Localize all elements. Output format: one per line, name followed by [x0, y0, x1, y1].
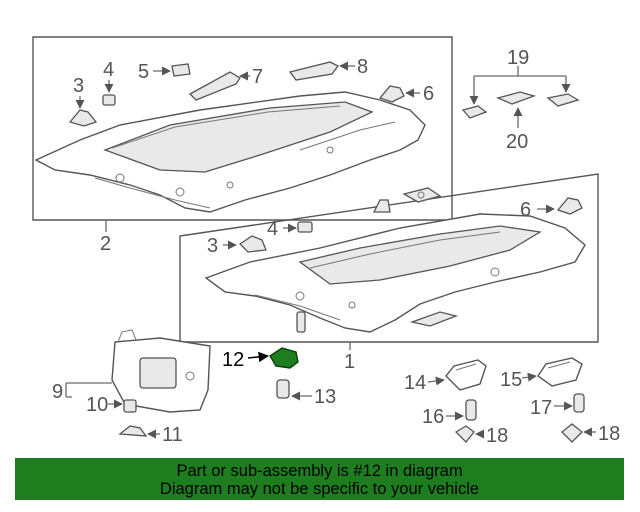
- part-4-upper: [102, 80, 116, 106]
- part-16: [446, 399, 477, 421]
- part-3-lower: [223, 235, 267, 253]
- callout-8: 8: [357, 56, 368, 78]
- part-13: [276, 379, 312, 401]
- callout-4-lower: 4: [267, 218, 278, 240]
- part-9-sunvisor: [65, 329, 211, 413]
- headliner-panel-lower: [204, 213, 586, 333]
- callout-11: 11: [162, 424, 183, 446]
- headliner-panel-upper: [34, 91, 426, 213]
- callout-6-upper: 6: [423, 83, 434, 105]
- headliner-frame-lower: [179, 173, 599, 343]
- callout-14: 14: [404, 372, 426, 394]
- callout-7: 7: [252, 66, 263, 88]
- part-14-grab-handle: [427, 359, 487, 391]
- banner-line-2: Diagram may not be specific to your vehi…: [159, 480, 480, 498]
- callout-2: 2: [100, 233, 111, 255]
- callout-3-upper: 3: [73, 75, 84, 97]
- part-15-grab-handle: [521, 357, 583, 387]
- part-7: [188, 71, 250, 101]
- banner-line-1: Part or sub-assembly is #12 in diagram: [176, 462, 463, 480]
- callout-18-right: 18: [598, 423, 620, 445]
- callout-18-left: 18: [486, 425, 508, 447]
- part-stud-lower: [296, 311, 306, 333]
- part-10: [108, 399, 137, 413]
- part-6-lower: [537, 197, 583, 215]
- part-6-upper: [378, 85, 420, 103]
- part-plate-lower: [402, 187, 442, 203]
- part-3-upper: [68, 96, 98, 127]
- callout-17: 17: [530, 397, 552, 419]
- part-clip-lower: [372, 199, 391, 213]
- callout-12[interactable]: 12: [222, 349, 244, 371]
- part-8: [288, 61, 355, 81]
- callout-4-upper: 4: [103, 59, 114, 81]
- callout-15: 15: [500, 369, 522, 391]
- part-4-lower: [283, 221, 313, 233]
- part-17: [554, 393, 585, 413]
- callout-3-lower: 3: [207, 235, 218, 257]
- part-19-20-group: [461, 66, 580, 128]
- info-banner: Part or sub-assembly is #12 in diagram D…: [15, 458, 624, 500]
- part-18-left: [454, 425, 485, 443]
- part-18-right: [561, 423, 596, 443]
- callout-1: 1: [344, 351, 355, 373]
- part-12-highlighted[interactable]: [247, 347, 299, 369]
- part-11: [118, 425, 160, 439]
- callout-6-lower: 6: [520, 199, 531, 221]
- part-5: [153, 63, 191, 77]
- callout-9: 9: [52, 381, 63, 403]
- callout-16: 16: [422, 406, 444, 428]
- callout-20: 20: [506, 131, 528, 153]
- callout-5: 5: [138, 61, 149, 83]
- callout-10: 10: [86, 394, 108, 416]
- callout-13: 13: [314, 386, 336, 408]
- callout-19: 19: [507, 47, 529, 69]
